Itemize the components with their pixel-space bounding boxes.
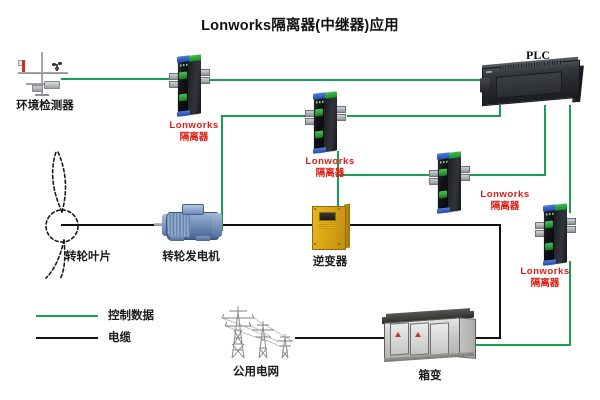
environment-sensor-caption: 环境检测器 (16, 100, 74, 112)
lonworks-isolator-3 (429, 151, 470, 214)
isolator-face (188, 58, 201, 115)
lonworks-isolator-2 (305, 91, 346, 154)
plc-caption: PLC (526, 48, 550, 62)
plc-connector (480, 77, 490, 93)
isolator-bottom-cap (437, 207, 450, 214)
transformer-door (410, 322, 429, 356)
inverter-display (319, 212, 336, 221)
inverter (310, 203, 350, 252)
sensor-enclosure-upper (44, 81, 60, 89)
box-transformer-caption: 箱变 (418, 370, 442, 382)
rotor-blade-1b (57, 151, 67, 213)
sensor-lower-arm (26, 83, 58, 85)
plc-module (478, 56, 584, 107)
generator-terminal-box (182, 204, 204, 215)
lonworks-isolator-3-label: Lonworks 隔离器 (472, 189, 538, 212)
isolator-face (324, 95, 337, 152)
legend-item-control-data: 控制数据 (36, 306, 186, 328)
sensor-wind-vane-icon (22, 60, 25, 72)
isolator-label-line1: Lonworks (480, 189, 530, 200)
public-grid-towers (221, 306, 294, 359)
isolator-network-port (439, 168, 447, 177)
isolator-network-port (315, 108, 323, 117)
inverter-screw (338, 208, 340, 210)
isolator-face (448, 155, 461, 212)
turbine-rotor (45, 151, 79, 280)
rotor-blade-2 (45, 239, 65, 279)
legend-label-control-data: 控制数据 (108, 310, 154, 322)
isolator-network-port (545, 220, 553, 229)
isolator-label-line2: 隔离器 (490, 200, 520, 212)
legend-swatch-control-data (36, 315, 98, 317)
legend-label-cable: 电缆 (108, 332, 131, 344)
lonworks-isolator-4-label: Lonworks 隔离器 (512, 266, 578, 289)
legend-item-cable: 电缆 (36, 328, 186, 350)
lonworks-isolator-2-label: Lonworks 隔离器 (297, 156, 363, 179)
environment-sensor (14, 52, 76, 98)
isolator-bottom-cap (543, 259, 556, 266)
inverter-screw (314, 208, 316, 210)
inverter-screw (338, 243, 340, 245)
isolator-face (554, 207, 567, 264)
high-voltage-warning-icon (395, 332, 401, 337)
legend-swatch-cable (36, 337, 98, 339)
box-transformer (382, 308, 480, 366)
sensor-crossarm (18, 72, 68, 74)
legend: 控制数据 电缆 (36, 306, 186, 350)
isolator-bottom-cap (313, 147, 326, 154)
rotor-hub-icon (45, 209, 79, 243)
turbine-rotor-caption: 转轮叶片 (65, 251, 111, 263)
lonworks-isolator-1 (169, 54, 210, 117)
isolator-label-line1: Lonworks (169, 120, 219, 131)
isolator-network-port (179, 93, 187, 102)
inverter-caption: 逆变器 (312, 256, 348, 268)
rotor-blade-1 (51, 151, 63, 213)
turbine-generator-caption: 转轮发电机 (162, 251, 220, 263)
sensor-mast (41, 52, 43, 96)
public-grid-caption: 公用电网 (233, 366, 279, 378)
lonworks-isolator-4 (535, 203, 576, 266)
transmission-tower-1 (221, 306, 255, 359)
isolator-label-line1: Lonworks (305, 156, 355, 167)
isolator-network-port (315, 130, 323, 139)
wire-plc-to-isolator3 (469, 105, 546, 176)
lonworks-isolator-1-label: Lonworks 隔离器 (161, 120, 227, 143)
isolator-label-line2: 隔离器 (530, 277, 560, 289)
transmission-tower-3 (277, 334, 293, 359)
generator-foot-left (170, 236, 184, 241)
isolator-label-line2: 隔离器 (315, 167, 345, 179)
generator-cooling-fins (168, 213, 190, 237)
transformer-door (390, 322, 409, 356)
generator-foot-right (196, 236, 210, 241)
inverter-screw (314, 243, 316, 245)
isolator-network-port (439, 190, 447, 199)
sensor-enclosure-lower (32, 85, 43, 92)
transformer-door (430, 322, 449, 356)
isolator-network-port (179, 71, 187, 80)
inverter-vent (319, 224, 334, 229)
anemometer-icon (52, 62, 62, 71)
generator-end-cap-right (212, 213, 222, 237)
sensor-base (35, 94, 49, 96)
turbine-generator (152, 202, 230, 248)
isolator-network-port (545, 242, 553, 251)
wire-isolator2-to-plc (347, 105, 501, 117)
isolator-bottom-cap (177, 110, 190, 117)
rotor-blade-2b (59, 239, 66, 280)
high-voltage-warning-icon (415, 332, 421, 337)
diagram-title: Lonworks隔离器(中继器)应用 (201, 18, 399, 34)
isolator-label-line1: Lonworks (520, 266, 570, 277)
generator-shaft (154, 223, 166, 226)
isolator-label-line2: 隔离器 (179, 131, 209, 143)
